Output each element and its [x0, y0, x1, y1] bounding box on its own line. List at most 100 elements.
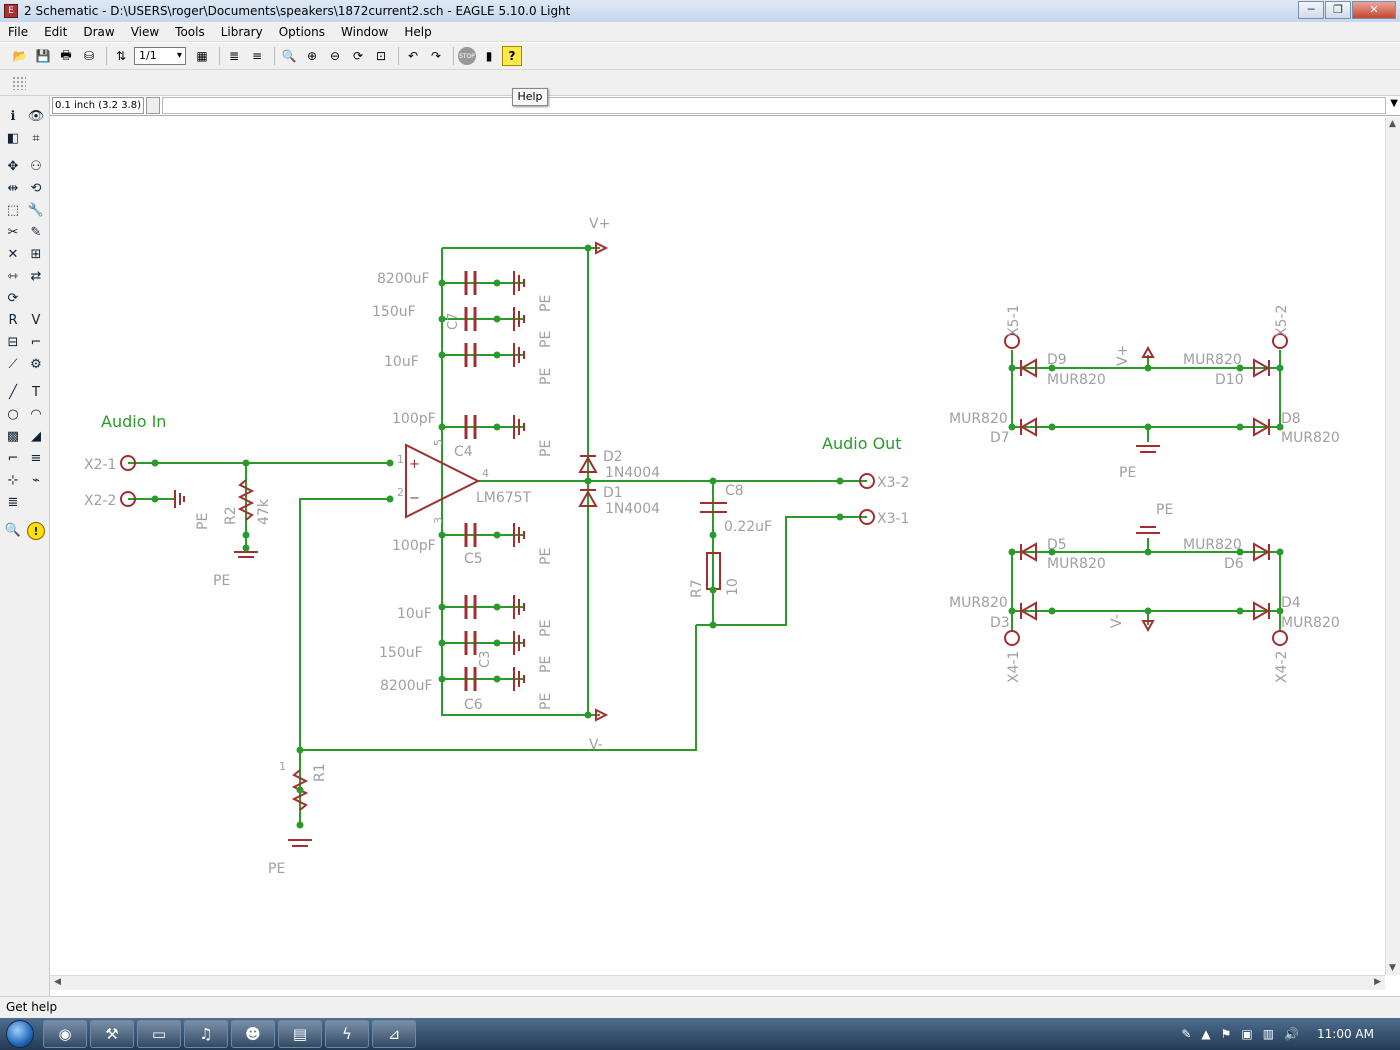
delete-icon[interactable]: ✕ [7, 247, 19, 262]
circle-icon[interactable]: ○ [7, 407, 19, 422]
toolbar-grip[interactable] [12, 76, 26, 90]
close-button[interactable]: ✕ [1352, 1, 1396, 19]
mark-icon[interactable]: ⌗ [32, 131, 40, 146]
go-icon[interactable]: ▮ [485, 49, 493, 63]
copy-icon[interactable]: ⚇ [30, 159, 42, 174]
vertical-scrollbar[interactable]: ▲ ▼ [1385, 117, 1400, 975]
save-icon[interactable]: 💾 [35, 49, 51, 63]
scroll-down-icon[interactable]: ▼ [1389, 963, 1396, 973]
net-junction [1008, 364, 1016, 372]
maximize-button[interactable]: ❐ [1325, 1, 1351, 19]
taskbar-eagle-icon[interactable]: ⊿ [372, 1020, 416, 1048]
net-icon[interactable]: ≡ [30, 451, 42, 466]
schematic-canvas[interactable]: Audio In Audio Out V+ V- X2-1 X2-2 X3-2 … [50, 117, 1385, 975]
schematic-drawing[interactable]: Audio In Audio Out V+ V- X2-1 X2-2 X3-2 … [50, 117, 1385, 975]
menu-window[interactable]: Window [341, 24, 389, 39]
ulp-icon[interactable]: ≡ [251, 49, 263, 63]
errors-icon[interactable]: ! [27, 522, 45, 540]
smash-icon[interactable]: ⊟ [7, 335, 19, 350]
label-icon[interactable]: ⌁ [32, 473, 40, 488]
command-input[interactable] [162, 97, 1386, 114]
wire-icon[interactable]: ╱ [9, 385, 17, 400]
tray-volume-icon[interactable]: 🔊 [1284, 1027, 1300, 1041]
eagle-app-icon[interactable]: E [4, 4, 18, 18]
print-icon[interactable]: 🖶 [60, 47, 72, 62]
zoom-in-icon[interactable]: ⊕ [306, 49, 318, 63]
attribute-icon[interactable]: ≣ [7, 495, 19, 510]
start-button[interactable] [0, 1018, 40, 1050]
rotate-icon[interactable]: ⟲ [30, 181, 42, 196]
command-history-icon[interactable]: ▼ [1390, 98, 1398, 109]
taskbar-chrome-icon[interactable]: ◉ [43, 1020, 87, 1048]
polygon-icon[interactable]: ◢ [31, 429, 41, 444]
undo-icon[interactable]: ↶ [407, 49, 419, 63]
junction-icon[interactable]: ⊹ [7, 473, 19, 488]
cam-processor-icon[interactable]: ⛁ [83, 49, 95, 63]
horizontal-scrollbar[interactable]: ◀ ▶ [50, 975, 1385, 990]
scroll-left-icon[interactable]: ◀ [54, 977, 61, 987]
cut-icon[interactable]: ✂ [7, 225, 19, 240]
scroll-up-icon[interactable]: ▲ [1389, 119, 1396, 129]
taskbar-flash-icon[interactable]: ϟ [325, 1020, 369, 1048]
taskbar-itunes-icon[interactable]: ♫ [184, 1020, 228, 1048]
tray-device-icon[interactable]: ▣ [1241, 1027, 1253, 1041]
open-folder-icon[interactable]: 📂 [12, 49, 28, 63]
miter-icon[interactable]: ⌐ [30, 335, 42, 350]
scroll-right-icon[interactable]: ▶ [1374, 977, 1381, 987]
menu-options[interactable]: Options [278, 24, 326, 39]
stop-icon[interactable]: STOP [458, 47, 476, 65]
menu-file[interactable]: File [8, 24, 29, 39]
rect-icon[interactable]: ▩ [6, 429, 20, 444]
script-icon[interactable]: ≣ [228, 49, 240, 63]
tray-notes-icon[interactable]: ✎ [1181, 1027, 1192, 1041]
replace-icon[interactable]: ⟳ [7, 291, 19, 306]
minimize-button[interactable]: ─ [1298, 1, 1324, 19]
coordinate-button[interactable] [146, 97, 160, 114]
redo-icon[interactable]: ↷ [430, 49, 442, 63]
bus-icon[interactable]: ⌐ [7, 451, 19, 466]
mirror-icon[interactable]: ⇹ [7, 181, 19, 196]
taskbar-tools-icon[interactable]: ⚒ [90, 1020, 134, 1048]
display-icon[interactable]: ◧ [6, 131, 20, 146]
tray-network-icon[interactable]: ▥ [1262, 1027, 1275, 1041]
move-icon[interactable]: ✥ [7, 159, 19, 174]
paste-icon[interactable]: ✎ [30, 225, 42, 240]
pe-cap-label-7: PE [538, 656, 554, 673]
c6-label: C6 [464, 697, 483, 713]
add-icon[interactable]: ⊞ [30, 247, 42, 262]
redraw-icon[interactable]: ⟳ [352, 49, 364, 63]
menu-library[interactable]: Library [220, 24, 263, 39]
taskbar-gimp-icon[interactable]: ☻ [231, 1020, 275, 1048]
board-icon[interactable]: ▦ [196, 49, 208, 63]
taskbar-clock[interactable]: 11:00 AM [1317, 1027, 1374, 1041]
erc-icon[interactable]: 🔍 [4, 523, 22, 538]
tray-expand-icon[interactable]: ▲ [1201, 1027, 1211, 1041]
menu-help[interactable]: Help [404, 24, 432, 39]
menu-edit[interactable]: Edit [44, 24, 68, 39]
arc-icon[interactable]: ◠ [30, 407, 42, 422]
info-icon[interactable]: ℹ [10, 109, 16, 124]
taskbar-explorer-icon[interactable]: ▭ [137, 1020, 181, 1048]
change-icon[interactable]: 🔧 [27, 203, 45, 218]
menu-draw[interactable]: Draw [83, 24, 115, 39]
sheet-icon[interactable]: ⇅ [115, 49, 127, 63]
group-icon[interactable]: ⬚ [6, 203, 20, 218]
menu-tools[interactable]: Tools [175, 24, 205, 39]
menu-view[interactable]: View [130, 24, 160, 39]
name-icon[interactable]: R [8, 313, 18, 328]
sheet-select[interactable]: 1/1 [134, 47, 186, 65]
value-icon[interactable]: V [31, 313, 41, 328]
zoom-select-icon[interactable]: ⊡ [375, 49, 387, 63]
text-icon[interactable]: T [32, 385, 40, 400]
zoom-out-icon[interactable]: ⊖ [329, 49, 341, 63]
pinswap-icon[interactable]: ⇿ [7, 269, 19, 284]
gateswap-icon[interactable]: ⇄ [30, 269, 42, 284]
split-icon[interactable]: ⟋ [8, 357, 18, 372]
taskbar-notepad-icon[interactable]: ▤ [278, 1020, 322, 1048]
show-icon[interactable]: 👁 [27, 109, 45, 124]
tray-flag-icon[interactable]: ⚑ [1220, 1027, 1232, 1041]
help-icon[interactable]: ? [502, 46, 522, 66]
invoke-icon[interactable]: ⚙ [30, 357, 42, 372]
zoom-fit-icon[interactable]: 🔍 [281, 49, 297, 63]
bridge1-vplus-arrow [1141, 345, 1155, 358]
